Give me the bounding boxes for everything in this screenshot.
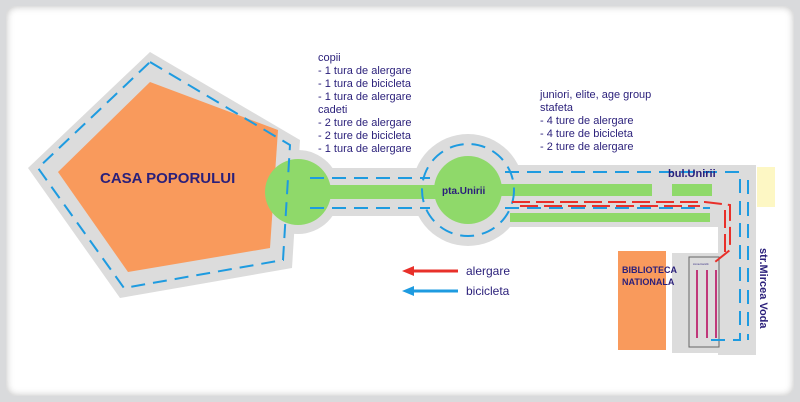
- bulevard-unirii-label: bul.Unirii: [668, 168, 716, 180]
- info-line: juniori, elite, age group: [540, 89, 652, 101]
- parking-label: zona tranzit: [693, 262, 709, 266]
- green-strip-north: [500, 184, 652, 196]
- mircea-voda-label: str.Mircea Voda: [757, 248, 769, 329]
- run-route: [512, 201, 731, 263]
- piata-green-circle: [434, 156, 502, 224]
- bike-route: [36, 61, 749, 341]
- legend-bike-arrow: [402, 286, 458, 296]
- biblioteca-label-1: BIBLIOTECA: [622, 265, 677, 275]
- info-line: - 2 ture de alergare: [540, 141, 634, 153]
- info-line: - 4 ture de bicicleta: [540, 128, 633, 140]
- legend-run-arrow: [402, 266, 458, 276]
- green-strip-1: [310, 185, 440, 199]
- info-left: copii - 1 tura de alergare - 1 tura de b…: [318, 52, 412, 156]
- green-strip-south: [510, 213, 710, 222]
- info-line: - 1 tura de bicicleta: [318, 78, 411, 90]
- casa-poporului-building: [58, 82, 278, 272]
- casa-poporului-label: CASA POPORULUI: [100, 170, 235, 187]
- green-strip-north-2: [672, 184, 712, 196]
- yellow-zone: [757, 167, 775, 207]
- piata-unirii-label: pta.Unirii: [442, 186, 486, 197]
- legend-bike-label: bicicleta: [466, 284, 510, 298]
- info-line: - 1 tura de alergare: [318, 91, 412, 103]
- info-line: - 2 ture de alergare: [318, 117, 412, 129]
- info-line: - 2 ture de bicicleta: [318, 130, 411, 142]
- info-right: juniori, elite, age group stafeta - 4 tu…: [540, 89, 651, 154]
- info-line: - 1 tura de alergare: [318, 65, 412, 77]
- legend-run-label: alergare: [466, 264, 511, 278]
- biblioteca-building: [618, 251, 666, 350]
- parking-area: [672, 253, 728, 353]
- info-line: copii: [318, 52, 341, 64]
- info-line: stafeta: [540, 102, 574, 114]
- info-line: cadeti: [318, 104, 348, 116]
- info-line: - 4 ture de alergare: [540, 115, 634, 127]
- biblioteca-label-2: NATIONALA: [622, 277, 675, 287]
- parking-outline: [688, 256, 720, 348]
- info-line: - 1 tura de alergare: [318, 143, 412, 155]
